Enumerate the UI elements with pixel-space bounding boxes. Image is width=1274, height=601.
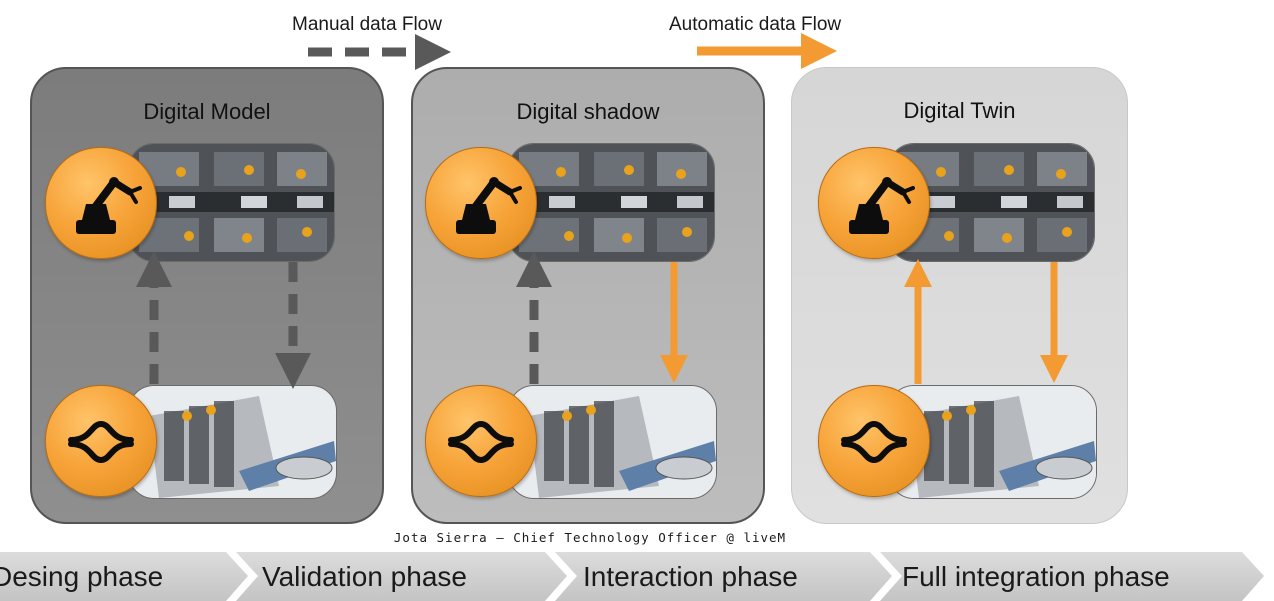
simulation-cell-image: [508, 385, 717, 499]
digital-twin-title: Digital Twin: [903, 98, 1016, 123]
phase-label-interaction: Interaction phase: [583, 561, 798, 592]
phase-chevron-design: [0, 552, 248, 601]
robot-arm-icon: [425, 147, 537, 259]
simulation-cell-image: [888, 385, 1097, 499]
author-credit: Jota Sierra – Chief Technology Officer @…: [393, 530, 787, 545]
phase-chevron-validation: [236, 552, 567, 601]
manual-flow-legend-label: Manual data Flow: [292, 14, 442, 35]
phase-label-validation: Validation phase: [262, 561, 467, 592]
factory-floor-image: [128, 143, 335, 262]
phase-chevron-interaction: [555, 552, 892, 601]
transfer-function-icon: [425, 385, 537, 497]
transfer-function-icon: [818, 385, 930, 497]
factory-floor-image: [508, 143, 715, 262]
phase-label-design: Desing phase: [0, 561, 164, 592]
phase-label-full-integration: Full integration phase: [902, 561, 1170, 592]
digital-shadow-title: Digital shadow: [516, 99, 660, 124]
automatic-flow-legend-label: Automatic data Flow: [669, 14, 842, 35]
transfer-function-icon: [45, 385, 157, 497]
robot-arm-icon: [818, 147, 930, 259]
phase-chevron-full-integration: [880, 552, 1264, 601]
digital-model-title: Digital Model: [143, 99, 271, 124]
robot-arm-icon: [45, 147, 157, 259]
phase-chevron-bar: [0, 552, 1264, 601]
